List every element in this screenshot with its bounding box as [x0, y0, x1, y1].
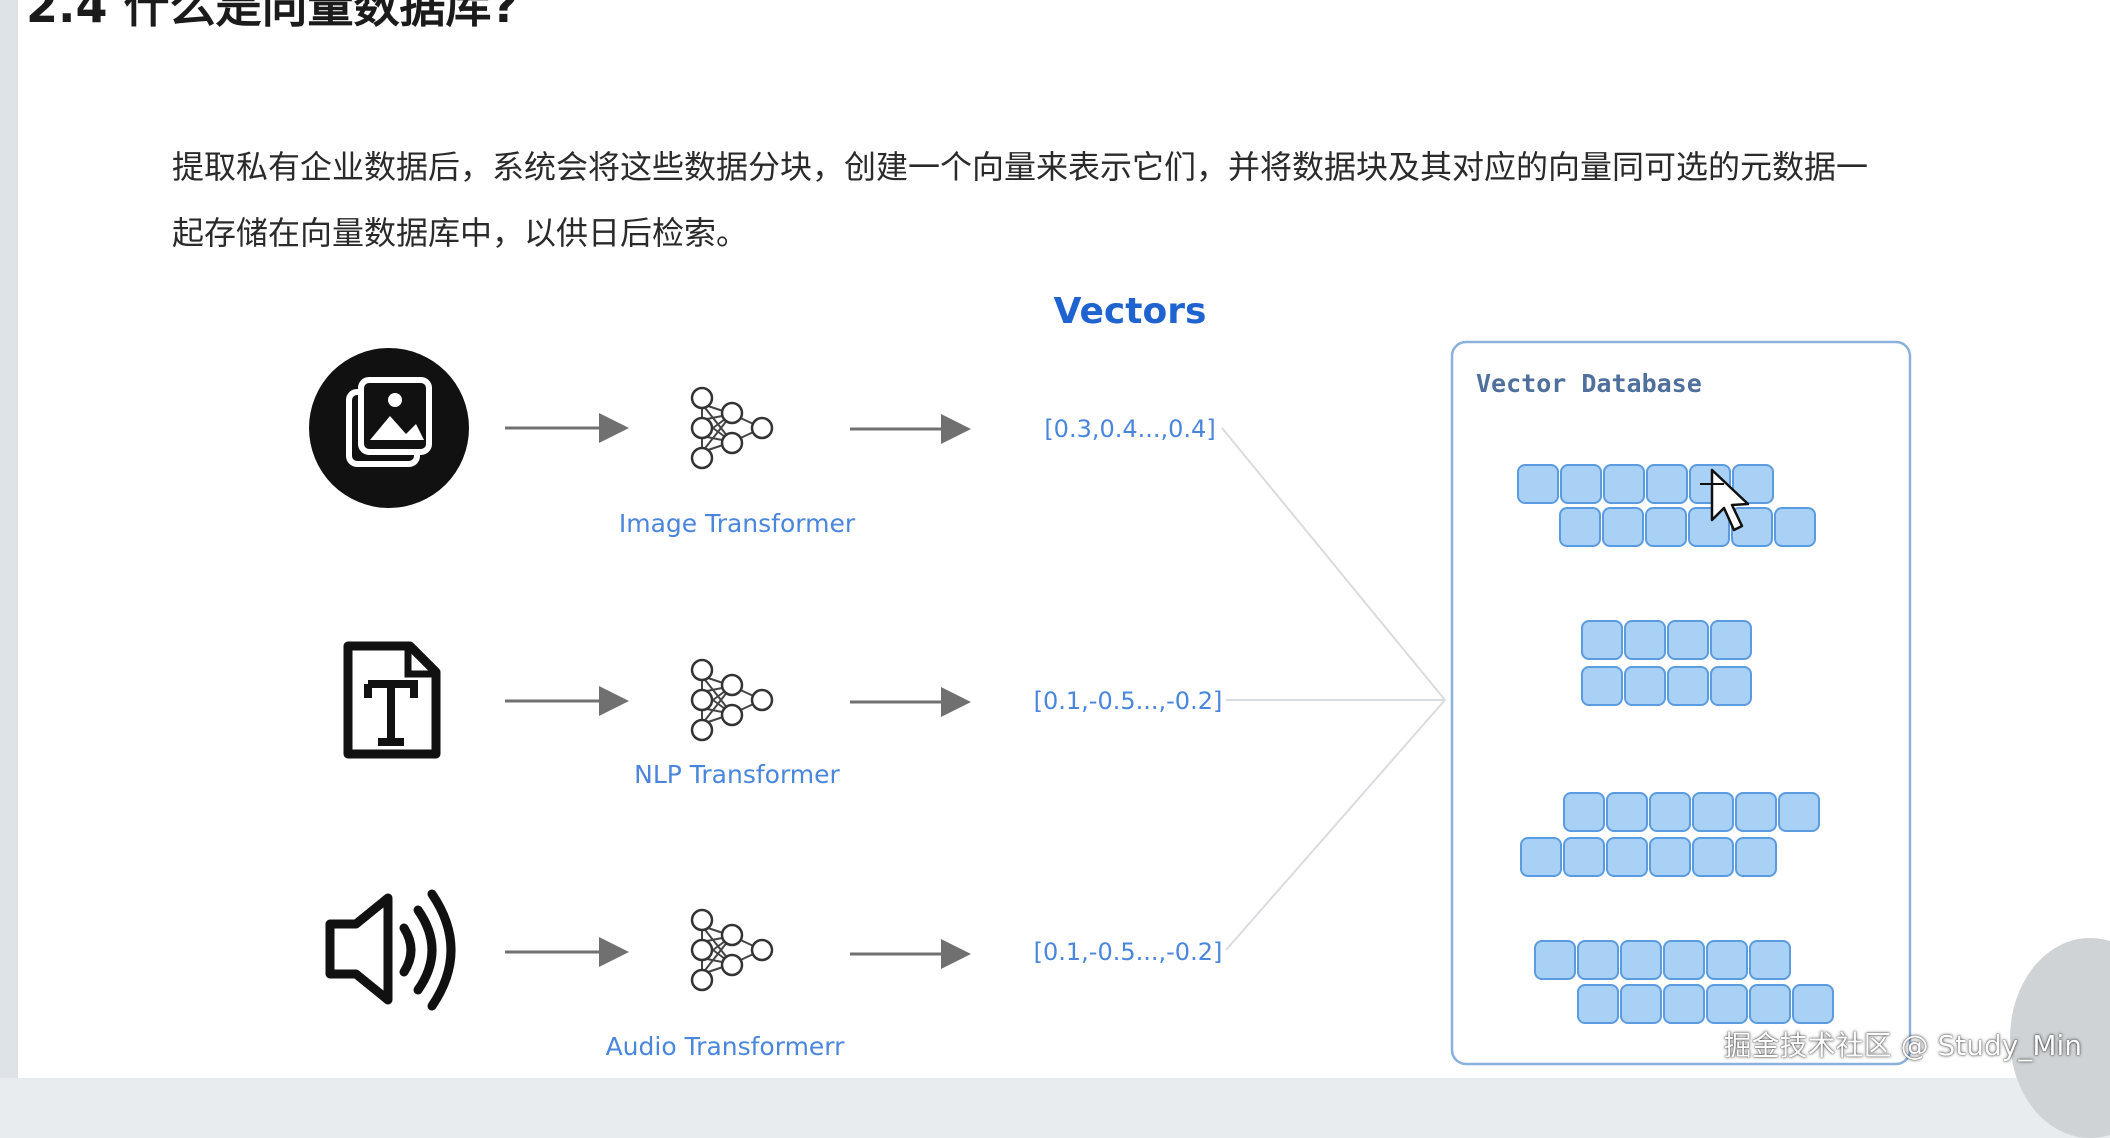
text-document-icon: [343, 641, 441, 759]
vector-block: [1563, 837, 1605, 877]
vector-block: [1667, 666, 1709, 706]
vector-block: [1577, 984, 1619, 1024]
vector-block: [1581, 620, 1623, 660]
left-margin-strip: [0, 0, 18, 1078]
vector-block: [1778, 792, 1820, 832]
audio-transformer-label: Audio Transformerr: [606, 1032, 846, 1061]
vector-database-title: Vector Database: [1476, 369, 1702, 398]
vector-block: [1774, 507, 1816, 547]
vector-block: [1603, 464, 1645, 504]
image-transformer-label: Image Transformer: [619, 509, 856, 538]
vector-block: [1710, 666, 1752, 706]
vector-block: [1706, 984, 1748, 1024]
vector-block: [1706, 940, 1748, 980]
vector-block: [1735, 837, 1777, 877]
neural-network-icon: [690, 658, 774, 742]
vector-block: [1602, 507, 1644, 547]
vectors-title: Vectors: [1054, 291, 1207, 332]
converging-lines: [1221, 427, 1446, 951]
speaker-icon: [325, 889, 456, 1011]
vector-block: [1534, 940, 1576, 980]
vector-block: [1667, 620, 1709, 660]
vector-block: [1710, 620, 1752, 660]
vector-block: [1732, 464, 1774, 504]
vector-block: [1606, 792, 1648, 832]
image-stack-icon: [309, 348, 469, 508]
vector-block: [1520, 837, 1562, 877]
vector-block: [1620, 984, 1662, 1024]
nlp-transformer-label: NLP Transformer: [634, 760, 840, 789]
vector-block: [1645, 507, 1687, 547]
vector-block: [1749, 940, 1791, 980]
vector-block: [1646, 464, 1688, 504]
vector-block: [1663, 940, 1705, 980]
neural-network-icon: [690, 908, 774, 992]
move-cursor-icon: [1700, 468, 1750, 532]
nlp-vector-label: [0.1,-0.5...,-0.2]: [1034, 687, 1223, 715]
vector-block: [1620, 940, 1662, 980]
vector-block: [1624, 620, 1666, 660]
audio-vector-label: [0.1,-0.5...,-0.2]: [1034, 938, 1223, 966]
image-vector-label: [0.3,0.4...,0.4]: [1044, 415, 1215, 443]
vector-block: [1688, 507, 1730, 547]
watermark: 掘金技术社区 @ Study_Min: [1723, 1029, 2082, 1062]
vector-block: [1649, 837, 1691, 877]
vector-block: [1606, 837, 1648, 877]
vector-block: [1560, 464, 1602, 504]
vector-database-diagram: Vectors Image Transformer [0.3,0.4...,0.…: [309, 291, 1912, 1066]
section-heading: 2.4 什么是向量数据库?: [26, 0, 519, 33]
vector-block: [1692, 792, 1734, 832]
vector-block: [1559, 507, 1601, 547]
vector-block: [1577, 940, 1619, 980]
vector-block: [1749, 984, 1791, 1024]
vector-block: [1563, 792, 1605, 832]
neural-network-icon: [690, 386, 774, 470]
vector-block: [1663, 984, 1705, 1024]
vector-block: [1517, 464, 1559, 504]
intro-paragraph: 提取私有企业数据后，系统会将这些数据分块，创建一个向量来表示它们，并将数据块及其…: [172, 134, 2102, 266]
vector-block: [1581, 666, 1623, 706]
vector-block: [1624, 666, 1666, 706]
vector-block: [1692, 837, 1734, 877]
vector-block: [1735, 792, 1777, 832]
vector-block: [1792, 984, 1834, 1024]
paragraph-line-1: 提取私有企业数据后，系统会将这些数据分块，创建一个向量来表示它们，并将数据块及其…: [172, 148, 1869, 186]
vector-block: [1649, 792, 1691, 832]
paragraph-line-2: 起存储在向量数据库中，以供日后检索。: [172, 214, 749, 252]
